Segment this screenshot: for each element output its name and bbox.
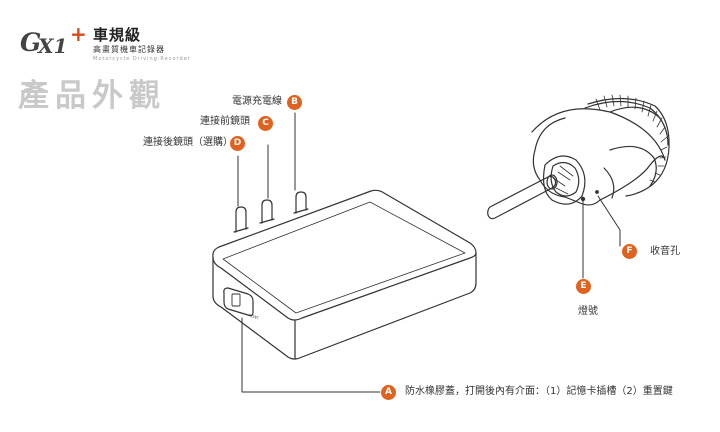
callout-e-label: 燈號 bbox=[578, 306, 598, 317]
logo-x1: X1 bbox=[38, 34, 68, 58]
callout-b-badge: B bbox=[287, 95, 302, 110]
callout-f-badge: F bbox=[622, 244, 637, 259]
brand-logo: G X1 + 車規級 高畫質機車記錄器 Motorcycle Driving R… bbox=[20, 20, 220, 70]
leader-lines bbox=[237, 112, 621, 393]
page-title: 產品外觀 bbox=[18, 78, 166, 114]
callout-f-label: 收音孔 bbox=[650, 246, 680, 257]
callout-e-badge: E bbox=[576, 279, 591, 294]
callout-a-label: 防水橡膠蓋，打開後內有介面：（1）記憶卡插槽（2）重置鍵 bbox=[405, 386, 673, 397]
cable-stubs bbox=[233, 191, 309, 233]
logo-plus: + bbox=[70, 22, 87, 46]
sd-card-slot bbox=[231, 293, 241, 307]
logo-g: G bbox=[20, 28, 42, 57]
callout-c-badge: C bbox=[258, 116, 273, 131]
callout-d-label: 連接後鏡頭（選購） bbox=[143, 137, 233, 148]
camera-unit bbox=[487, 94, 670, 220]
callout-a-badge: A bbox=[381, 385, 396, 400]
brand-subtitle-en: Motorcycle Driving Recorder bbox=[93, 56, 191, 62]
callout-d-badge: D bbox=[230, 136, 245, 151]
led-indicator bbox=[580, 196, 586, 202]
brand-category: 車規級 bbox=[93, 26, 142, 44]
reset-port-label: RESET bbox=[248, 313, 260, 320]
brand-subtitle: 高畫質機車記錄器 bbox=[93, 45, 165, 54]
recorder-body bbox=[212, 189, 477, 360]
microphone-hole bbox=[595, 190, 599, 194]
callout-c-label: 連接前鏡頭 bbox=[200, 116, 250, 127]
callout-b-label: 電源充電線 bbox=[232, 96, 282, 107]
